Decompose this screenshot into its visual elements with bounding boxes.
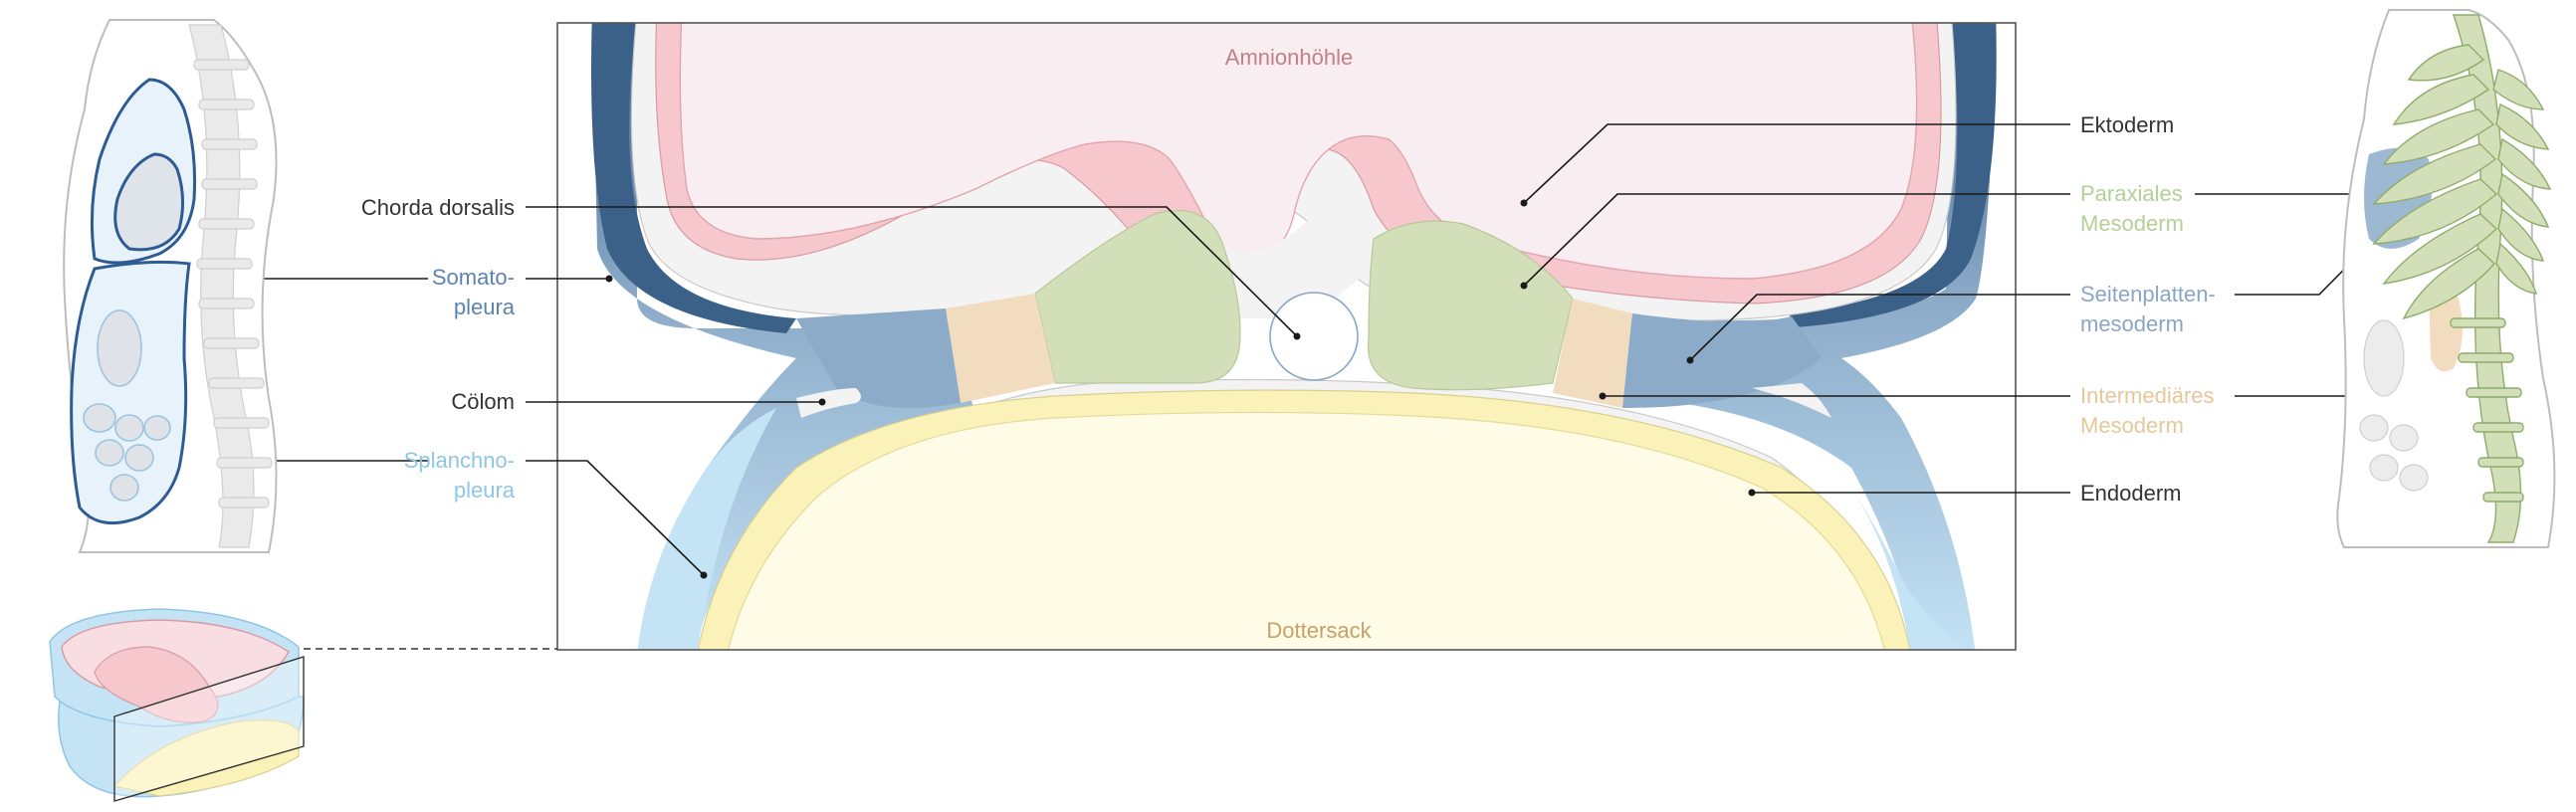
amnion-label: Amnionhöhle <box>1225 45 1353 70</box>
inter-label-2: Mesoderm <box>2080 413 2184 438</box>
left-labels: Chorda dorsalis Somato- pleura Cölom Spl… <box>361 195 516 503</box>
somato-label-2: pleura <box>454 295 516 319</box>
paraxial-mesoderm-left <box>1034 210 1241 384</box>
lateral-plate-inner-right <box>1622 313 1822 408</box>
somato-label-1: Somato- <box>432 265 515 290</box>
left-body-figure <box>63 19 278 553</box>
chorda-dorsalis-shape <box>1269 292 1359 381</box>
coelom-right <box>1752 383 1831 418</box>
right-body-figure <box>2336 9 2556 548</box>
intermediate-mesoderm-left <box>946 294 1055 403</box>
intermediate-mesoderm-right <box>1553 299 1632 408</box>
inset-cut-face <box>113 656 305 802</box>
inter-label-1: Intermediäres <box>2080 383 2215 408</box>
dottersack-cavity <box>728 411 1885 650</box>
inset-yolk-inner <box>112 719 300 797</box>
lateral-plate-left <box>592 23 975 650</box>
splanchnopleura-right <box>1851 488 1967 650</box>
seiten-label-2: mesoderm <box>2080 311 2184 336</box>
seiten-label-1: Seitenplatten- <box>2080 282 2216 306</box>
inset-embryo <box>49 608 557 802</box>
right-organs <box>2359 319 2429 492</box>
somatopleura-rim <box>591 23 796 333</box>
left-organs <box>83 309 171 502</box>
paraxial-label-2: Mesoderm <box>2080 211 2184 236</box>
endoderm-label: Endoderm <box>2080 481 2182 506</box>
coelom-label: Cölom <box>451 389 515 414</box>
ektoderm-label: Ektoderm <box>2080 112 2174 137</box>
inset-embryo-disc <box>94 646 219 723</box>
left-spine <box>188 24 273 548</box>
lateral-plate-inner-left <box>796 308 961 408</box>
right-labels: Ektoderm Paraxiales Mesoderm Seitenplatt… <box>2080 112 2216 506</box>
somatopleura-rim-right <box>1782 23 1997 328</box>
splanchnopleura-left <box>637 408 776 650</box>
chorda-label: Chorda dorsalis <box>361 195 515 220</box>
dotter-label: Dottersack <box>1266 618 1372 643</box>
right-paraxial-spine <box>2372 14 2552 543</box>
paraxial-mesoderm-right <box>1367 220 1574 391</box>
paraxial-label-1: Paraxiales <box>2080 181 2183 206</box>
main-cross-section: Amnionhöhle Dottersack <box>591 23 1997 650</box>
main-frame <box>556 22 2017 651</box>
coelom-left <box>796 388 861 418</box>
splanchno-label-1: Splanchno- <box>404 448 515 473</box>
left-heart <box>113 152 184 252</box>
splanchno-label-2: pleura <box>454 478 516 503</box>
